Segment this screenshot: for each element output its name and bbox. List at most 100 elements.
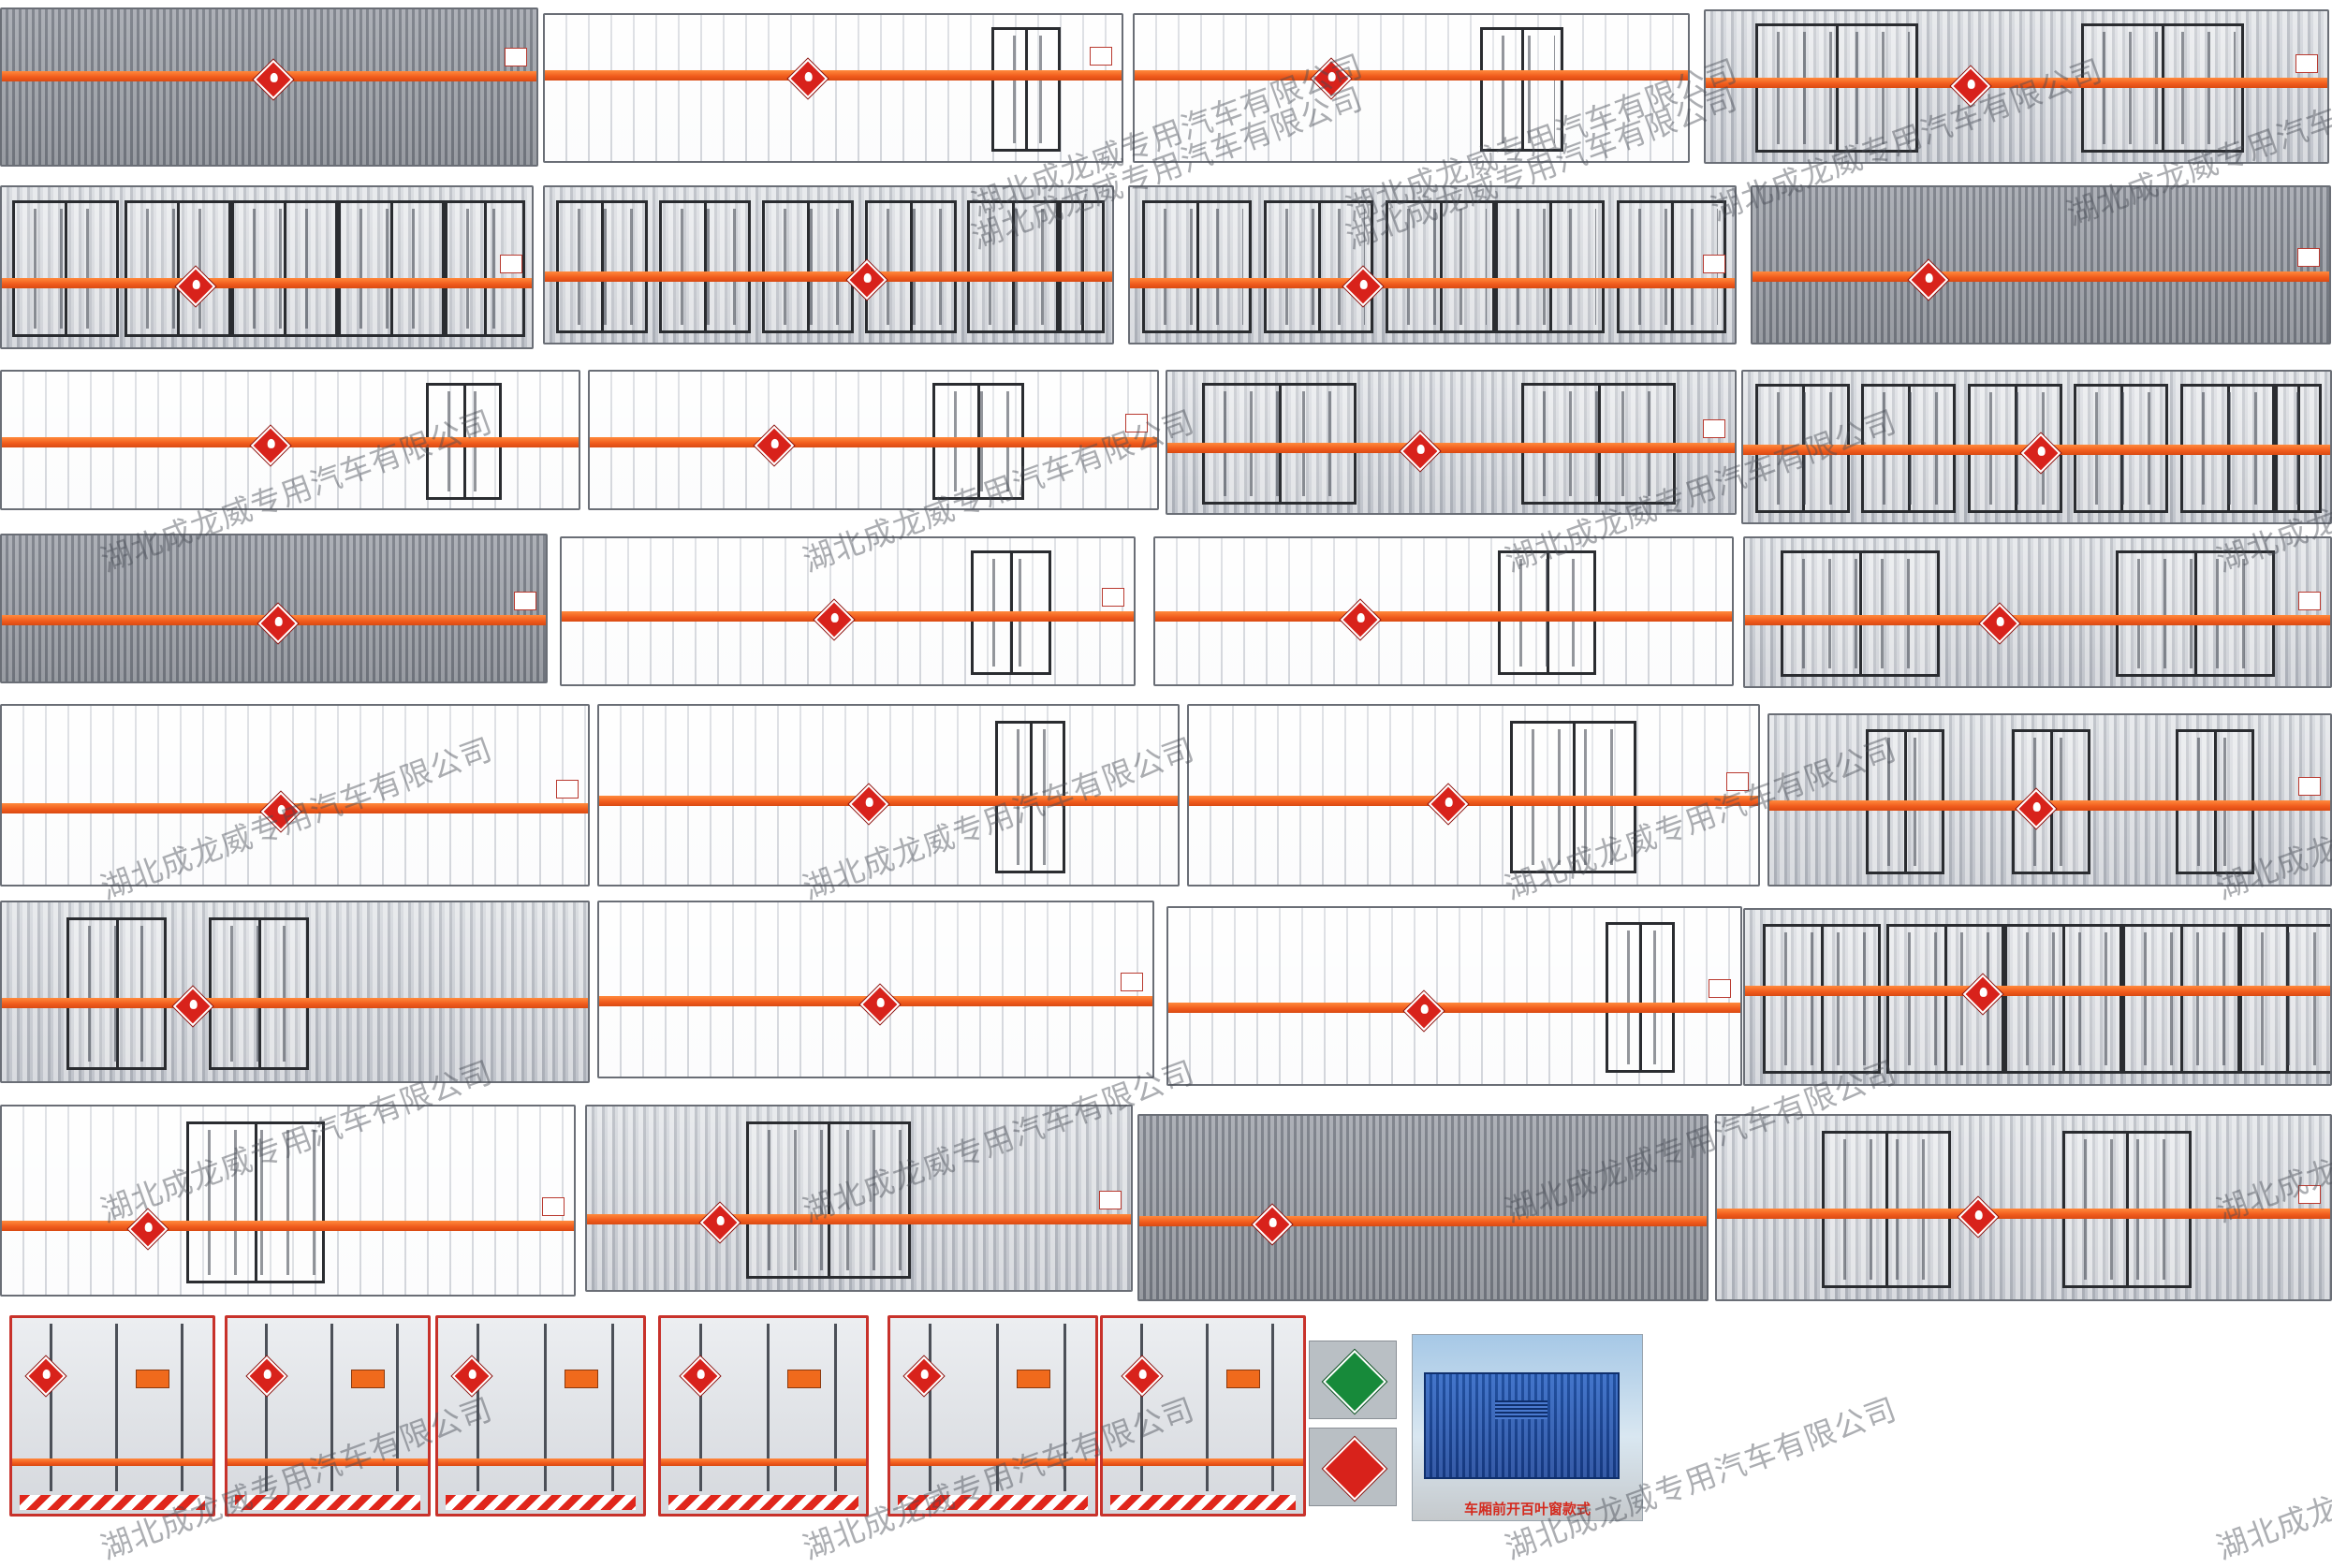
hazard-stripe <box>1717 1209 2330 1219</box>
locking-rod <box>1140 1324 1143 1491</box>
cargo-door <box>865 200 957 333</box>
locking-rod <box>544 1324 547 1491</box>
hazard-stripe <box>890 1458 1095 1466</box>
rear-reflective-bars <box>668 1495 858 1510</box>
front-louver-vent <box>1495 1400 1547 1419</box>
brand-sticker-icon <box>1102 588 1124 607</box>
hazard-stripe <box>1139 1216 1707 1226</box>
hazard-stripe <box>1130 278 1735 288</box>
cargo-door <box>556 200 648 333</box>
hazard-stripe <box>545 70 1122 81</box>
locking-rod <box>50 1324 52 1491</box>
truck-box-side-panel <box>1137 1114 1709 1301</box>
red-sign-thumbnail <box>1309 1428 1397 1506</box>
truck-box-side-panel <box>1128 185 1737 344</box>
hazard-stripe <box>12 1458 213 1466</box>
orange-warning-plate-icon <box>565 1370 598 1388</box>
cargo-door <box>445 200 525 337</box>
truck-rear-door-panel <box>435 1315 646 1517</box>
hazard-stripe <box>1135 70 1688 81</box>
flammable-hazard-diamond-icon <box>1979 603 2020 644</box>
brand-sticker-icon <box>542 1197 565 1216</box>
brand-sticker-icon <box>1099 1191 1122 1209</box>
hazard-stripe <box>1168 1003 1740 1013</box>
orange-warning-plate-icon <box>1017 1370 1050 1388</box>
truck-box-side-panel <box>1741 370 2332 524</box>
locking-rod <box>115 1324 118 1491</box>
rear-reflective-bars <box>235 1495 420 1510</box>
cargo-door <box>1763 924 1881 1074</box>
locking-rod <box>265 1324 268 1491</box>
truck-box-side-panel <box>1133 13 1690 163</box>
cargo-door <box>2239 924 2330 1074</box>
rear-reflective-bars <box>446 1495 636 1510</box>
hazard-stripe <box>1706 78 2327 88</box>
hazard-stripe <box>1167 443 1735 453</box>
flammable-hazard-diamond-icon <box>848 784 889 825</box>
hazard-stripe <box>1155 611 1732 622</box>
cargo-door <box>231 200 338 337</box>
truck-rear-door-panel <box>887 1315 1098 1517</box>
truck-box-side-panel <box>588 370 1159 510</box>
locking-rod <box>1063 1324 1066 1491</box>
truck-box-side-panel <box>1153 536 1734 686</box>
flammable-hazard-diamond-icon <box>253 59 294 100</box>
hazard-stripe <box>2 1221 574 1231</box>
cargo-door <box>1781 550 1940 677</box>
photo-caption: 车厢前开百叶窗款式 <box>1463 1501 1591 1517</box>
hazard-stripe <box>661 1458 866 1466</box>
red-hazard-diamond-icon <box>1323 1437 1386 1501</box>
truck-box-side-panel <box>1187 704 1760 887</box>
flammable-hazard-diamond-icon <box>250 425 291 466</box>
brand-sticker-icon <box>500 255 522 273</box>
flammable-hazard-diamond-icon <box>1400 431 1441 472</box>
truck-rear-door-panel <box>1100 1315 1306 1517</box>
flammable-hazard-diamond-icon <box>699 1202 741 1243</box>
flammable-hazard-diamond-icon <box>246 1356 287 1397</box>
hazard-stripe <box>2 998 588 1008</box>
truck-box-side-panel <box>597 901 1154 1078</box>
cargo-door <box>186 1121 325 1283</box>
hazard-stripe <box>438 1458 643 1466</box>
brand-sticker-icon <box>1709 979 1731 998</box>
brand-sticker-icon <box>2297 248 2320 267</box>
cargo-door <box>1264 200 1373 333</box>
locking-rod <box>396 1324 399 1491</box>
cargo-door <box>125 200 231 337</box>
flammable-hazard-diamond-icon <box>451 1356 492 1397</box>
cargo-door <box>2081 23 2244 153</box>
brand-sticker-icon <box>1703 255 1725 273</box>
truck-box-side-panel <box>0 185 534 349</box>
cargo-door <box>12 200 119 337</box>
brand-sticker-icon <box>1703 419 1725 438</box>
flammable-hazard-diamond-icon <box>754 425 795 466</box>
hazard-stripe <box>1745 615 2330 625</box>
flammable-hazard-diamond-icon <box>1908 259 1949 300</box>
cargo-door <box>1617 200 1726 333</box>
flammable-hazard-diamond-icon <box>787 58 829 99</box>
locking-rod <box>929 1324 931 1491</box>
truck-box-side-panel <box>1743 536 2332 688</box>
hazard-stripe <box>2 278 532 288</box>
cargo-door <box>1606 922 1675 1073</box>
hazard-stripe <box>1189 796 1758 806</box>
truck-box-side-panel <box>0 534 548 683</box>
truck-rear-door-panel <box>658 1315 869 1517</box>
flammable-hazard-diamond-icon <box>859 984 901 1025</box>
truck-box-side-panel <box>0 901 590 1083</box>
blue-box-photo: 车厢前开百叶窗款式 <box>1412 1334 1643 1521</box>
truck-box-side-panel <box>585 1105 1133 1292</box>
locking-rod <box>996 1324 999 1491</box>
locking-rod <box>699 1324 702 1491</box>
brand-sticker-icon <box>2295 54 2318 73</box>
truck-rear-door-panel <box>9 1315 215 1517</box>
flammable-hazard-diamond-icon <box>1340 599 1381 640</box>
brand-sticker-icon <box>1125 414 1148 432</box>
flammable-hazard-diamond-icon <box>1122 1356 1163 1397</box>
brand-sticker-icon <box>1090 47 1112 66</box>
cargo-door <box>209 917 309 1070</box>
flammable-hazard-diamond-icon <box>814 599 855 640</box>
cargo-door <box>1142 200 1252 333</box>
flammable-hazard-diamond-icon <box>1958 1196 1999 1238</box>
cargo-door <box>659 200 751 333</box>
